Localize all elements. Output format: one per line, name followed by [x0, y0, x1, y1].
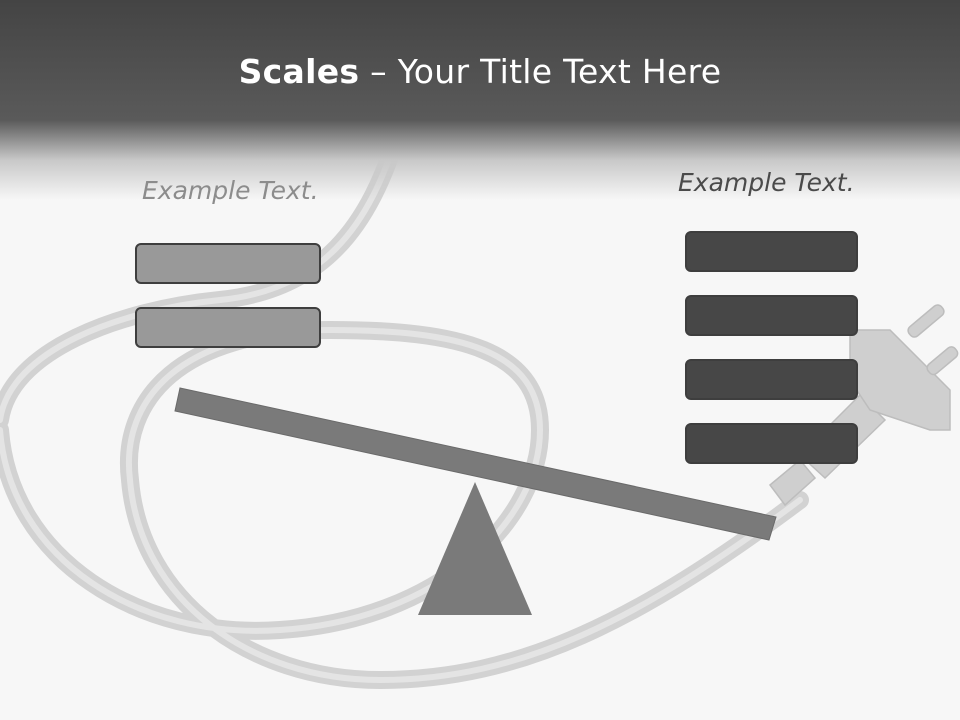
left-example-text: Example Text.: [142, 176, 319, 205]
seesaw-beam: [174, 387, 777, 541]
title-bar: [0, 0, 960, 200]
title-bold: Scales: [238, 52, 360, 91]
left-box-1: [135, 243, 321, 284]
left-box-2: [135, 307, 321, 348]
seesaw-fulcrum: [418, 482, 532, 615]
right-box-2: [685, 295, 858, 336]
right-box-4: [685, 423, 858, 464]
slide-title: Scales – Your Title Text Here: [0, 52, 960, 91]
title-rest: – Your Title Text Here: [359, 52, 722, 91]
right-box-3: [685, 359, 858, 400]
right-box-1: [685, 231, 858, 272]
right-example-text: Example Text.: [678, 168, 855, 197]
